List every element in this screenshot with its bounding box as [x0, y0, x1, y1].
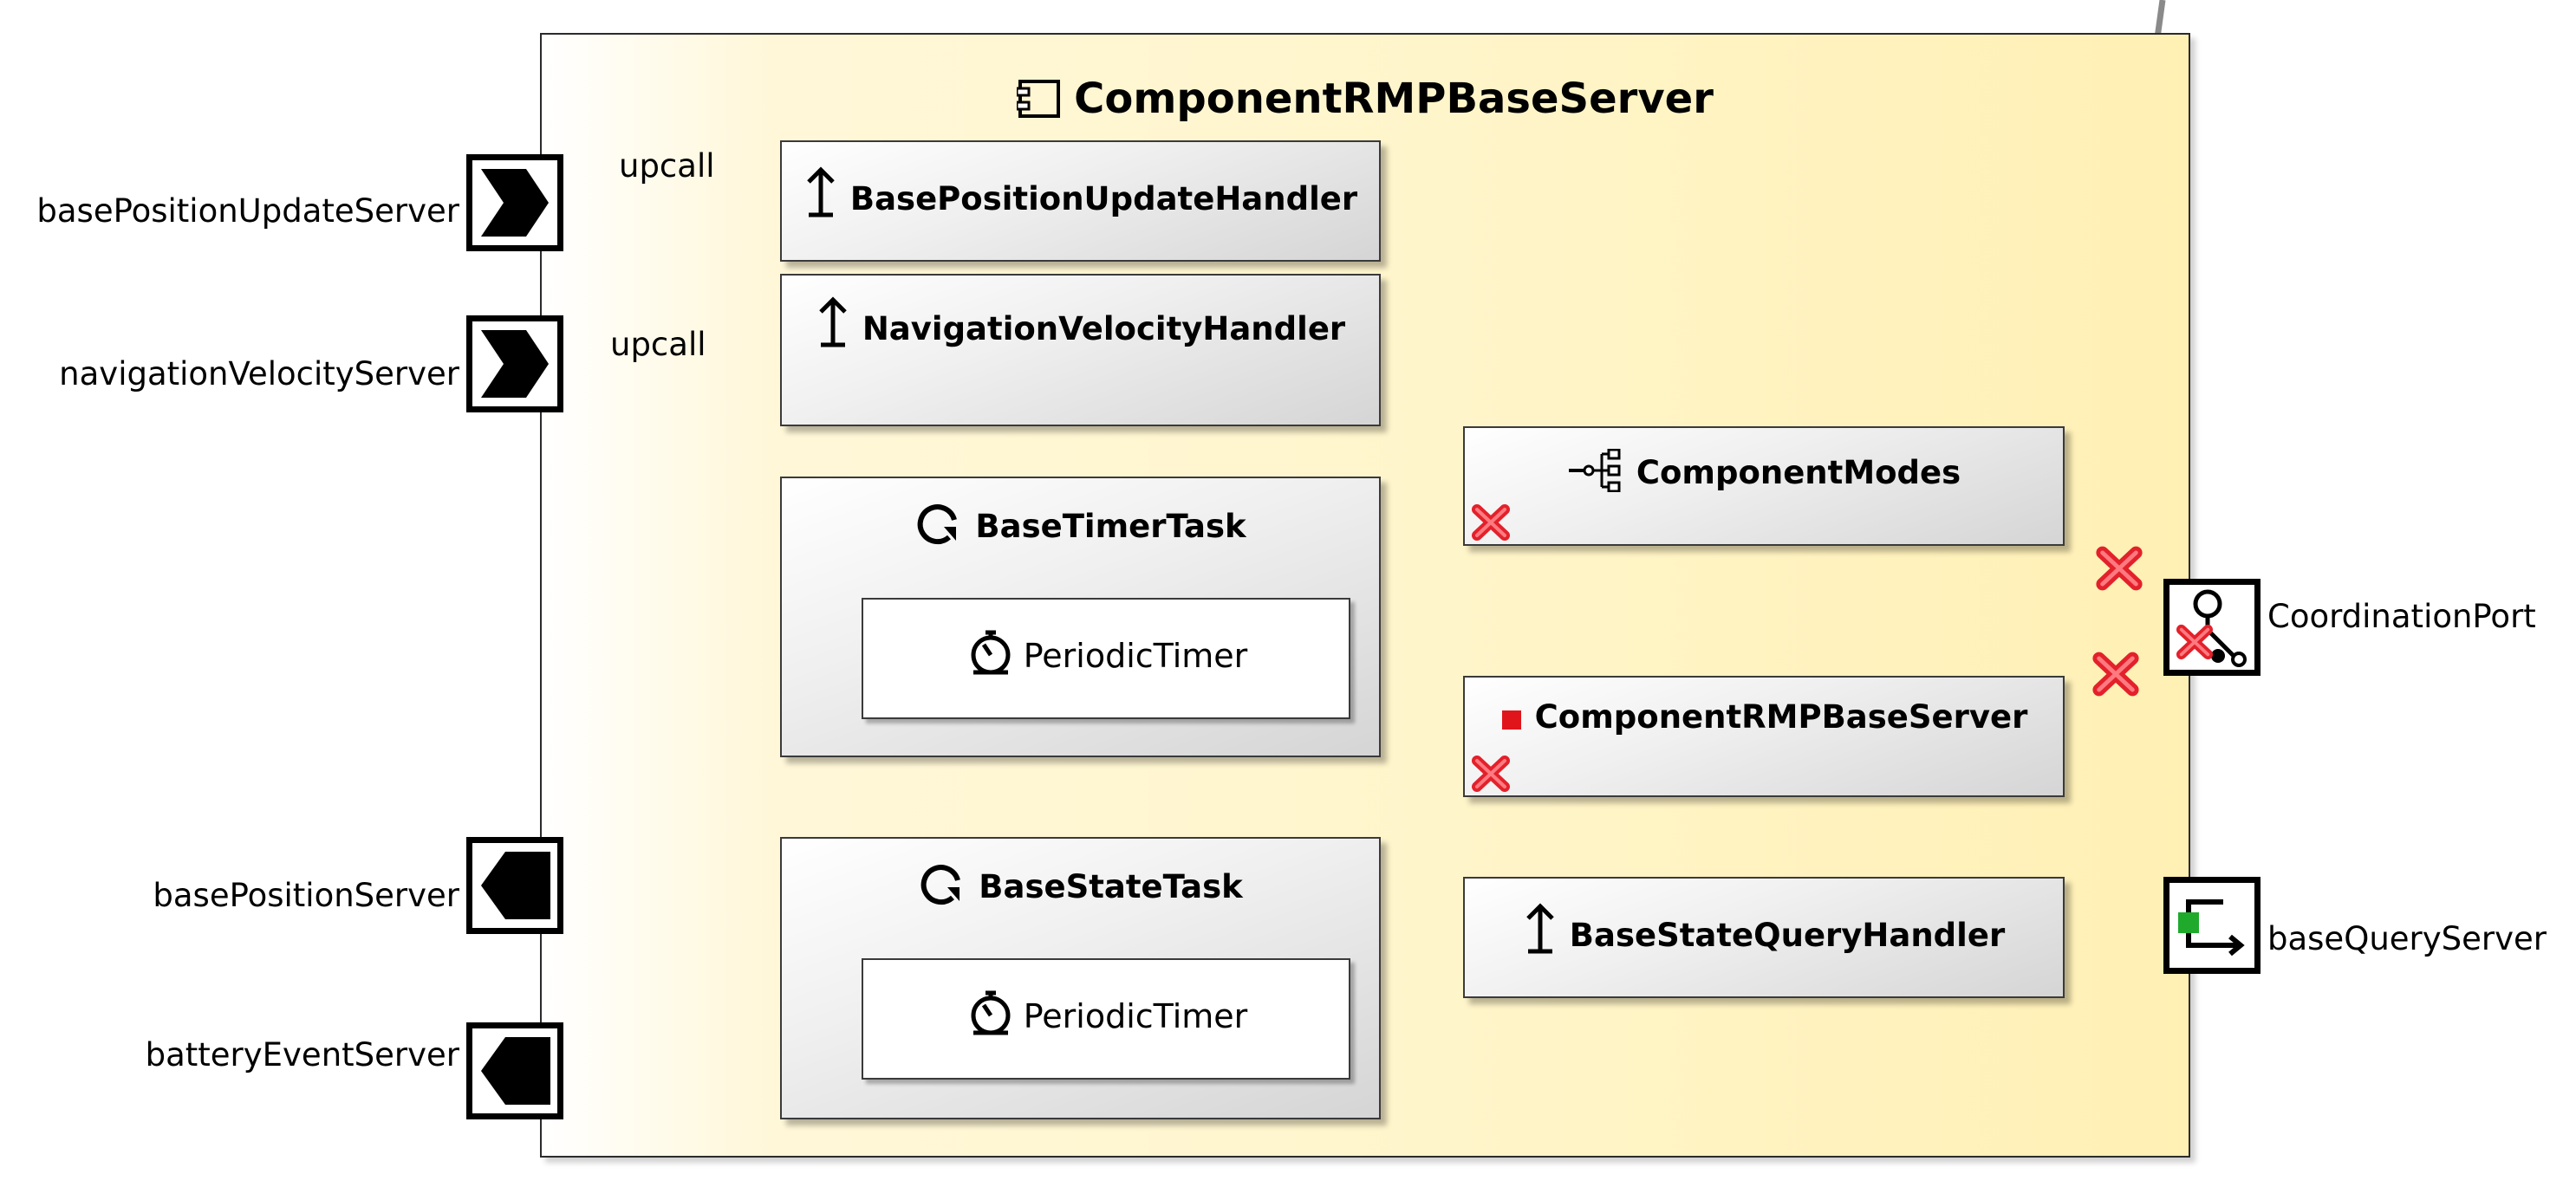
stopwatch-icon	[965, 626, 1017, 685]
port-label-battery-event-server: batteryEventServer	[145, 1036, 459, 1074]
upcall-arrow-icon	[816, 296, 850, 356]
component-icon	[1015, 80, 1062, 128]
base-state-query-handler[interactable]: BaseStateQueryHandler	[1463, 877, 2065, 998]
error-icon	[2176, 624, 2214, 660]
task-cycle-icon	[918, 858, 966, 914]
input-port-icon	[481, 330, 549, 398]
query-port-icon	[2178, 899, 2245, 957]
port-label-base-query-server: baseQueryServer	[2267, 920, 2547, 957]
port-label-base-position-update-server: basePositionUpdateServer	[36, 192, 459, 230]
base-position-update-handler[interactable]: BasePositionUpdateHandler	[780, 140, 1381, 262]
coordination-port[interactable]	[2163, 579, 2261, 676]
red-square-icon	[1500, 698, 1523, 744]
base-query-server-port[interactable]	[2163, 877, 2261, 974]
mode-tree-icon	[1567, 448, 1624, 500]
error-icon	[2092, 652, 2139, 697]
upcall-arrow-icon	[1523, 903, 1558, 963]
upcall-label: upcall	[610, 326, 706, 363]
output-port-icon	[481, 852, 550, 919]
error-icon	[1472, 756, 1510, 792]
navigation-velocity-handler[interactable]: NavigationVelocityHandler	[780, 274, 1381, 426]
periodic-timer[interactable]: PeriodicTimer	[862, 598, 1350, 719]
component-rmp-base-server-mode-box[interactable]: ComponentRMPBaseServer	[1463, 676, 2065, 797]
stopwatch-icon	[965, 986, 1017, 1046]
upcall-arrow-icon	[803, 166, 838, 226]
component-title: ComponentRMPBaseServer	[542, 75, 2189, 128]
battery-event-server-port[interactable]	[466, 1022, 563, 1119]
error-icon	[2096, 546, 2143, 591]
task-cycle-icon	[914, 497, 963, 554]
base-position-update-server-port[interactable]	[466, 154, 563, 251]
component-modes[interactable]: ComponentModes	[1463, 426, 2065, 546]
periodic-timer[interactable]: PeriodicTimer	[862, 958, 1350, 1080]
navigation-velocity-server-port[interactable]	[466, 315, 563, 412]
port-label-navigation-velocity-server: navigationVelocityServer	[59, 355, 459, 392]
error-icon	[1472, 504, 1510, 541]
input-port-icon	[481, 169, 549, 237]
port-label-base-position-server: basePositionServer	[153, 877, 459, 914]
upcall-label: upcall	[619, 147, 715, 185]
base-timer-task[interactable]: BaseTimerTask PeriodicTimer	[780, 477, 1381, 757]
base-state-task[interactable]: BaseStateTask PeriodicTimer	[780, 837, 1381, 1119]
output-port-icon	[481, 1037, 550, 1105]
port-label-coordination-port: CoordinationPort	[2267, 598, 2536, 635]
base-position-server-port[interactable]	[466, 837, 563, 934]
